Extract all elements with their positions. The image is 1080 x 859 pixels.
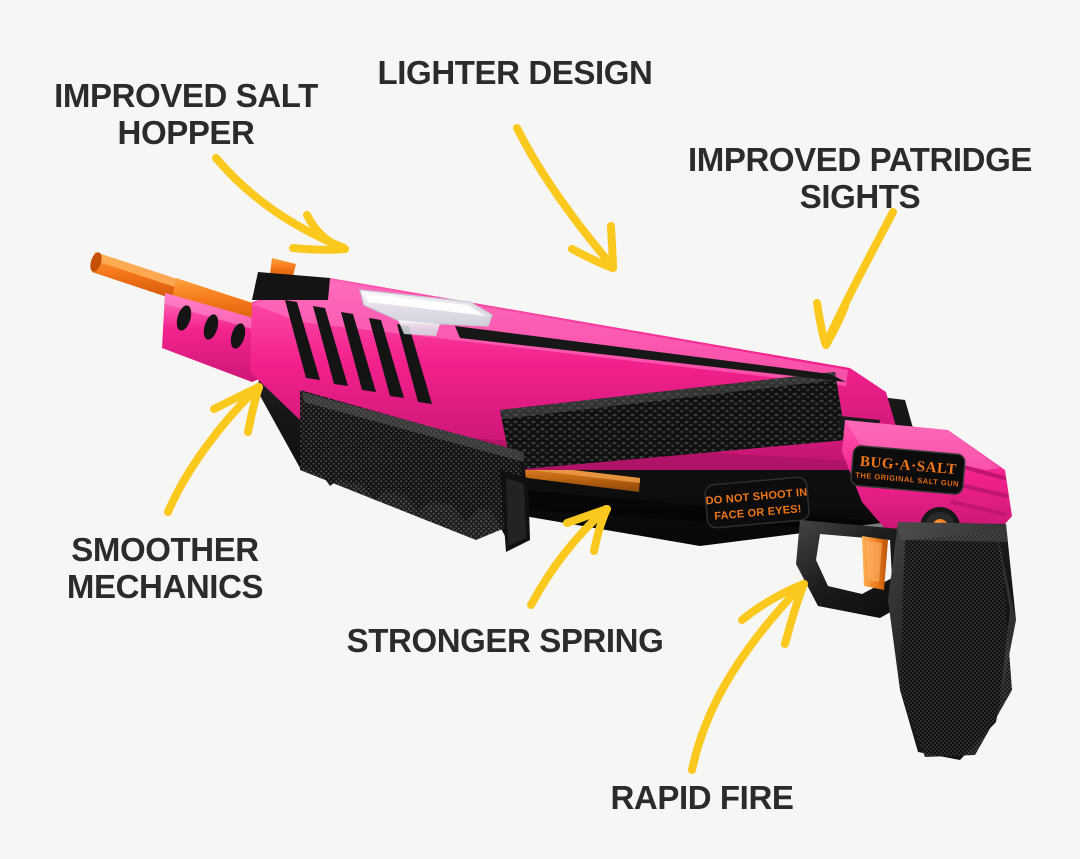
salt-hopper	[359, 289, 493, 336]
warning-sticker: DO NOT SHOOT IN FACE OR EYES!	[704, 476, 810, 529]
trigger	[862, 536, 888, 590]
barrel-shroud	[162, 293, 276, 382]
callout-lighter-design: LIGHTER DESIGN	[377, 54, 653, 91]
callout-smoother-mechanics: SMOOTHER MECHANICS	[66, 531, 264, 605]
shroud-vents	[176, 305, 246, 349]
pistol-grip	[888, 522, 1016, 760]
black-top-wedge	[252, 272, 330, 300]
muzzle-tip	[90, 252, 180, 300]
callout-improved-patridge-sights: IMPROVED PATRIDGE SIGHTS	[687, 141, 1032, 215]
callout-improved-salt-hopper: IMPROVED SALT HOPPER	[54, 77, 318, 151]
trigger-assembly	[796, 520, 918, 618]
callout-stronger-spring: STRONGER SPRING	[346, 622, 664, 659]
receiver-vents	[285, 300, 432, 404]
brand-badge: BUG·A·SALT THE ORIGINAL SALT GUN	[850, 445, 966, 495]
top-rail	[455, 326, 846, 382]
callout-rapid-fire: RAPID FIRE	[610, 779, 794, 816]
